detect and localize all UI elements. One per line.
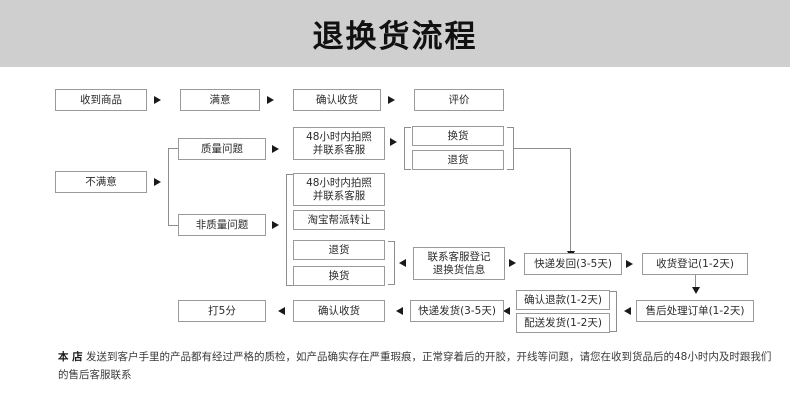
- box-photo-contact-service-nonquality[interactable]: 48小时内拍照 并联系客服: [293, 173, 385, 206]
- box-receipt-register[interactable]: 收货登记(1-2天): [642, 253, 748, 275]
- box-return-nonquality[interactable]: 退货: [293, 240, 385, 260]
- box-received-goods[interactable]: 收到商品: [55, 89, 147, 111]
- box-unsatisfied[interactable]: 不满意: [55, 171, 147, 193]
- box-courier-ship-out[interactable]: 快递发货(3-5天): [410, 300, 504, 322]
- page-title: 退换货流程: [312, 19, 478, 55]
- group-bracket-quality-options-right: [507, 127, 514, 170]
- box-rate-five-points[interactable]: 打5分: [178, 300, 266, 322]
- box-delivery-ship[interactable]: 配送发货(1-2天): [516, 313, 610, 333]
- connector-quality-to-courier-h: [514, 148, 571, 149]
- arrow-left-icon: [278, 307, 285, 315]
- arrow-right-icon: [626, 260, 633, 268]
- header-banner: 退换货流程: [0, 0, 790, 67]
- box-courier-send-back[interactable]: 快递发回(3-5天): [524, 253, 622, 275]
- branch-bracket-unsatisfied: [168, 148, 178, 226]
- arrow-right-icon: [390, 138, 397, 146]
- arrow-left-icon: [624, 307, 631, 315]
- box-rate-review[interactable]: 评价: [414, 89, 504, 111]
- group-bracket-quality-options-left: [404, 127, 411, 170]
- box-exchange-quality[interactable]: 换货: [412, 126, 504, 146]
- arrow-right-icon: [388, 96, 395, 104]
- arrow-right-icon: [154, 96, 161, 104]
- arrow-right-icon: [272, 221, 279, 229]
- group-bracket-settlement-right: [610, 291, 617, 332]
- arrow-right-icon: [272, 145, 279, 153]
- arrow-left-icon: [399, 259, 406, 267]
- arrow-right-icon: [267, 96, 274, 104]
- group-bracket-nonquality-options: [286, 174, 293, 286]
- footer-text: 发送到客户手里的产品都有经过严格的质检，如产品确实存在严重瑕痕，正常穿着后的开胶…: [58, 351, 772, 382]
- box-non-quality-issue[interactable]: 非质量问题: [178, 214, 266, 236]
- box-confirm-refund[interactable]: 确认退款(1-2天): [516, 290, 610, 310]
- box-return-quality[interactable]: 退货: [412, 150, 504, 170]
- box-contact-service-register[interactable]: 联系客服登记 退换货信息: [413, 247, 505, 280]
- footer-note: 本 店 发送到客户手里的产品都有经过严格的质检，如产品确实存在严重瑕痕，正常穿着…: [58, 348, 778, 385]
- box-confirm-receipt-bottom[interactable]: 确认收货: [293, 300, 385, 322]
- box-exchange-nonquality[interactable]: 换货: [293, 266, 385, 286]
- arrow-left-icon: [396, 307, 403, 315]
- arrow-down-icon: [692, 287, 700, 294]
- group-bracket-return-exchange-right: [388, 241, 395, 285]
- box-quality-issue[interactable]: 质量问题: [178, 138, 266, 160]
- footer-shop-label: 本 店: [58, 351, 83, 363]
- box-photo-contact-service-quality[interactable]: 48小时内拍照 并联系客服: [293, 127, 385, 160]
- arrow-right-icon: [154, 178, 161, 186]
- arrow-left-icon: [503, 307, 510, 315]
- box-aftersales-process-order[interactable]: 售后处理订单(1-2天): [636, 300, 754, 322]
- arrow-right-icon: [509, 259, 516, 267]
- box-confirm-receipt-top[interactable]: 确认收货: [293, 89, 381, 111]
- box-taobao-group-transfer[interactable]: 淘宝帮派转让: [293, 210, 385, 230]
- box-satisfied[interactable]: 满意: [180, 89, 260, 111]
- connector-receipt-to-aftersales: [695, 275, 696, 289]
- connector-quality-to-courier-v: [570, 148, 571, 253]
